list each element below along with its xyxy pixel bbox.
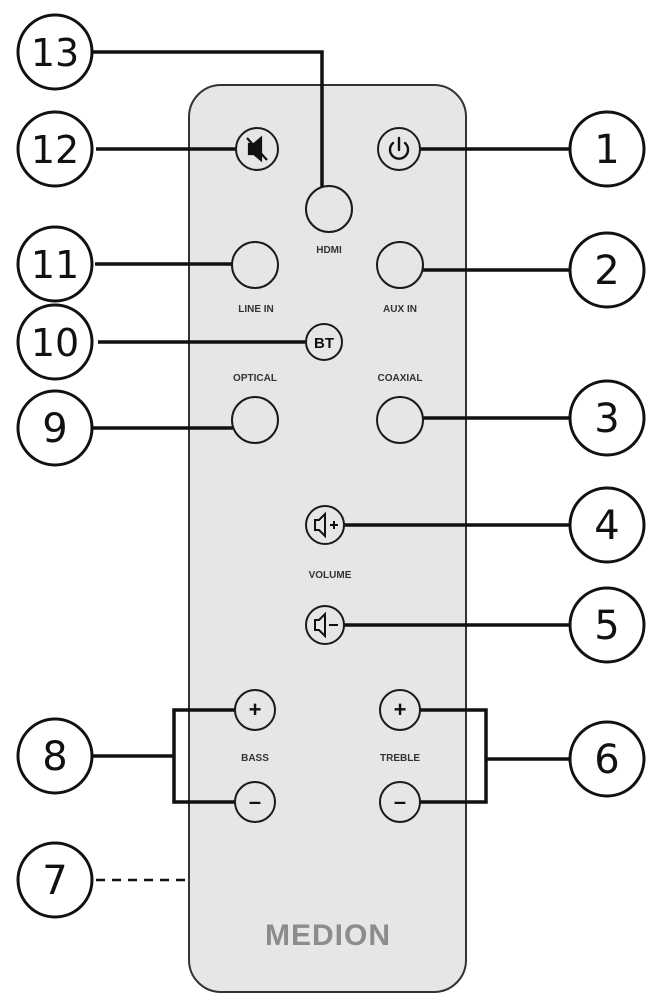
callout-4	[568, 486, 646, 564]
mute-icon	[246, 135, 268, 163]
callout-12-number: 12	[31, 128, 79, 172]
callout-7	[16, 841, 94, 919]
aux-in-label: AUX IN	[383, 304, 417, 315]
optical-button[interactable]	[231, 396, 279, 444]
callout-5-number: 5	[594, 603, 619, 649]
leader-lines	[92, 50, 570, 804]
speaker-minus-icon	[314, 611, 338, 639]
aux-in-button[interactable]	[376, 241, 424, 289]
brand-logo: MEDION	[265, 919, 391, 952]
treble-minus-sign: –	[394, 789, 406, 814]
callout-6-number: 6	[594, 737, 619, 783]
callout-2-number: 2	[594, 248, 619, 294]
bass-up-button[interactable]	[234, 689, 276, 731]
callout-8	[16, 717, 94, 795]
volume-label: VOLUME	[309, 570, 352, 581]
callout-13	[16, 13, 94, 91]
bracket-6	[401, 708, 488, 804]
power-icon	[388, 136, 410, 160]
callout-2	[568, 231, 646, 309]
treble-down-button[interactable]	[379, 781, 421, 823]
callout-9-number: 9	[42, 406, 67, 452]
callout-1	[568, 110, 646, 188]
coaxial-button[interactable]	[376, 396, 424, 444]
callout-3	[568, 379, 646, 457]
callout-8-number: 8	[42, 734, 67, 780]
treble-plus-sign: +	[394, 697, 407, 722]
callout-10	[16, 303, 94, 381]
callout-12	[16, 110, 94, 188]
callout-13-number: 13	[31, 31, 79, 75]
hdmi-label: HDMI	[316, 245, 342, 256]
line-in-button[interactable]	[231, 241, 279, 289]
bass-down-button[interactable]	[234, 781, 276, 823]
coaxial-label: COAXIAL	[378, 373, 423, 384]
bass-label: BASS	[241, 753, 269, 764]
callout-7-number: 7	[42, 858, 67, 904]
callout-6	[568, 720, 646, 798]
treble-label: TREBLE	[380, 753, 420, 764]
callout-11	[16, 225, 94, 303]
callout-11-number: 11	[31, 243, 79, 287]
callout-10-number: 10	[31, 321, 79, 365]
optical-label: OPTICAL	[233, 373, 277, 384]
bracket-8	[172, 708, 250, 804]
callout-4-number: 4	[594, 503, 619, 549]
bt-button-label: BT	[314, 335, 334, 352]
hdmi-button[interactable]	[305, 185, 353, 233]
callout-5	[568, 586, 646, 664]
treble-up-button[interactable]	[379, 689, 421, 731]
callout-3-number: 3	[594, 396, 619, 442]
speaker-plus-icon	[314, 511, 338, 539]
callout-1-number: 1	[594, 127, 619, 173]
line-in-label: LINE IN	[238, 304, 274, 315]
callout-9	[16, 389, 94, 467]
leader-line-13	[92, 50, 324, 187]
bass-minus-sign: –	[249, 789, 261, 814]
bt-button[interactable]	[305, 323, 343, 361]
bass-plus-sign: +	[249, 697, 262, 722]
